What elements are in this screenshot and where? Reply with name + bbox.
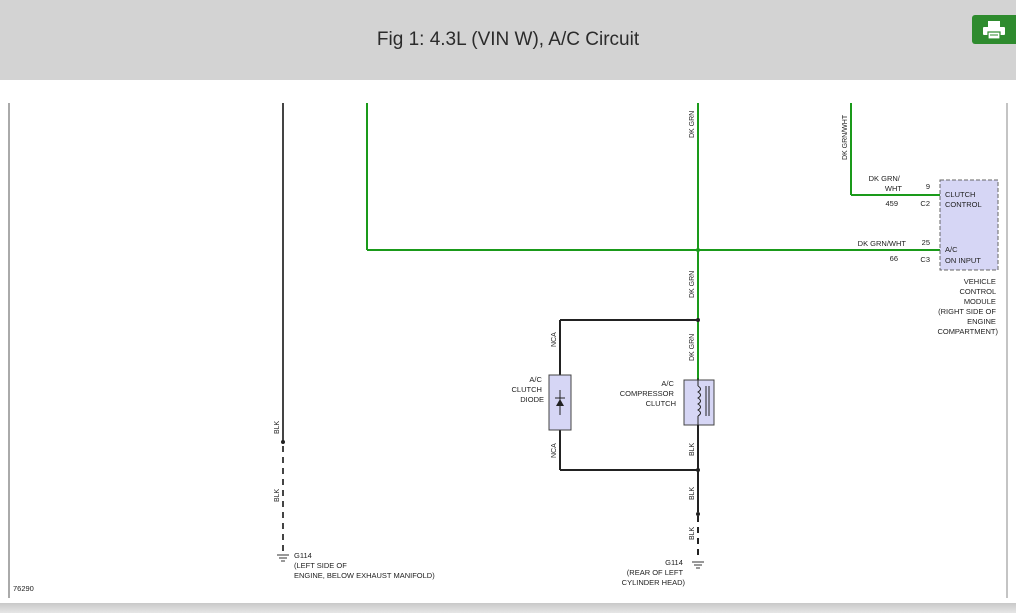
figure-title: Fig 1: 4.3L (VIN W), A/C Circuit — [376, 29, 640, 50]
wire-label-blk: BLK — [689, 526, 696, 540]
wire-label-dk-grn: DK GRN — [689, 271, 696, 298]
circuit-number-459: 459 — [885, 199, 898, 208]
wire-label-nca: NCA — [551, 443, 558, 458]
pin-25: 25 — [922, 238, 930, 247]
connector-c3: C3 — [920, 255, 930, 264]
ground-label-left: G114 (LEFT SIDE OF ENGINE, BELOW EXHAUST… — [294, 551, 435, 580]
wire-label-blk: BLK — [689, 486, 696, 500]
wire-label-dk-grn: DK GRN — [689, 111, 696, 138]
compressor-clutch-label: A/C COMPRESSOR CLUTCH — [620, 379, 676, 408]
header-bar: Fig 1: 4.3L (VIN W), A/C Circuit — [0, 0, 1016, 80]
green-wires — [366, 103, 940, 382]
wire-label-dk-grn-wht: DK GRN/WHT — [842, 114, 849, 160]
wire-label-dk-grn-wht: DK GRN/ WHT — [869, 174, 903, 193]
splice-dot — [696, 512, 700, 516]
vehicle-control-module — [939, 179, 999, 271]
wire-label-dk-grn: DK GRN — [689, 334, 696, 361]
wire-label-dk-grn-wht: DK GRN/WHT — [858, 239, 907, 248]
wire-label-blk: BLK — [274, 488, 281, 502]
ac-circuit-diagram: BLK BLK G114 (LEFT SIDE OF ENGINE, BELOW… — [8, 103, 1008, 598]
splice-dot — [696, 248, 700, 252]
diode-branch-wires — [559, 319, 698, 471]
right-ground-symbol — [692, 561, 704, 569]
figure-number: 76290 — [13, 584, 34, 593]
vcm-clutch-control-label: CLUTCH CONTROL — [945, 190, 982, 209]
wire-label-blk: BLK — [689, 442, 696, 456]
pin-9: 9 — [926, 182, 930, 191]
circuit-number-66: 66 — [890, 254, 898, 263]
wire-label-nca: NCA — [551, 332, 558, 347]
vcm-ac-input-label: A/C ON INPUT — [945, 245, 981, 265]
diode-label: A/C CLUTCH DIODE — [511, 375, 544, 404]
wire-label-blk: BLK — [274, 420, 281, 434]
ground-label-right: G114 (REAR OF LEFT CYLINDER HEAD) — [622, 558, 686, 587]
bottom-edge — [0, 603, 1016, 613]
vcm-name-label: VEHICLE CONTROL MODULE (RIGHT SIDE OF EN… — [937, 277, 998, 336]
diode-symbol — [555, 390, 565, 415]
left-ground-symbol — [277, 554, 289, 562]
clutch-coil-symbol — [697, 378, 710, 427]
splice-dot — [696, 318, 700, 322]
connector-c2: C2 — [920, 199, 930, 208]
printer-icon — [983, 20, 1005, 40]
print-button[interactable] — [972, 15, 1016, 44]
left-splice-dot — [281, 440, 285, 444]
